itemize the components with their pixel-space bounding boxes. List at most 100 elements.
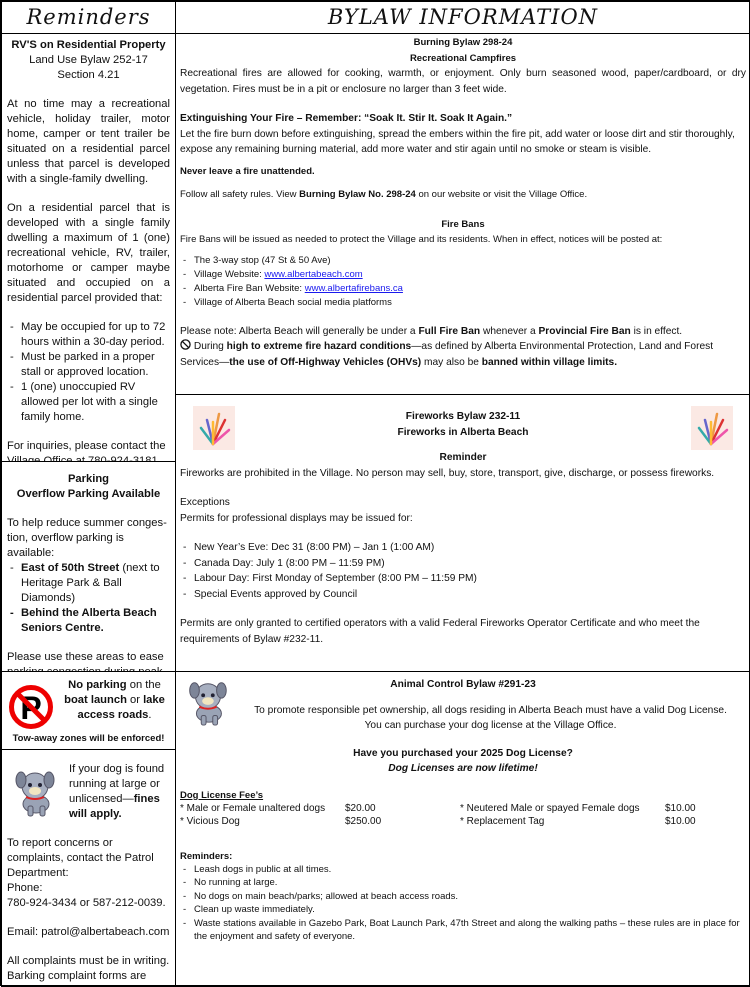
fire-ban-note: Please note: Alberta Beach will generall…	[180, 324, 746, 340]
parking-list: East of 50th Street (next to Heritage Pa…	[7, 561, 170, 636]
license-lifetime: Dog Licenses are now lifetime!	[388, 763, 538, 774]
fireworks-subheading: Fireworks in Alberta Beach	[397, 426, 529, 438]
text-bold: Full Fire Ban	[418, 325, 481, 337]
burning-subheading: Recreational Campfires	[409, 52, 517, 64]
fee-price: $250.00	[345, 815, 382, 827]
list-item: New Year’s Eve: Dec 31 (8:00 PM) – Jan 1…	[180, 540, 746, 556]
text-bold: Provincial Fire Ban	[538, 325, 631, 337]
text: .	[148, 709, 152, 721]
list-item: Village of Alberta Beach social media pl…	[180, 296, 746, 310]
text-bold: banned within village limits.	[481, 356, 618, 368]
list-item: No dogs on main beach/parks; allowed at …	[180, 890, 746, 904]
dog-icon	[15, 771, 55, 817]
list-item: East of 50th Street (next to Heritage Pa…	[7, 561, 170, 606]
rv-conditions-list: May be occupied for up to 72 hours withi…	[7, 320, 170, 425]
license-question: Have you purchased your 2025 Dog License…	[353, 747, 573, 759]
dog-icon	[189, 682, 227, 726]
parking-intro: To help reduce summer conges-tion, overf…	[7, 517, 167, 559]
text: on our website or visit the Village Offi…	[415, 189, 588, 200]
text: If your dog is found running at large or…	[69, 763, 165, 805]
village-website-link[interactable]: www.albertabeach.com	[264, 268, 363, 280]
fee-label: * Replacement Tag	[460, 815, 545, 827]
fireworks-icon	[193, 406, 235, 450]
fee-label: * Vicious Dog	[180, 815, 240, 827]
burning-bylaw-section: Burning Bylaw 298-24 Recreational Campfi…	[175, 33, 750, 395]
text-bold: lake access roads	[77, 694, 165, 721]
text: Please note: Alberta Beach will generall…	[180, 325, 419, 337]
never-unattended: Never leave a fire unattended.	[180, 165, 315, 177]
notice-locations-list: The 3-way stop (47 St & 50 Ave) Village …	[180, 254, 746, 310]
extinguish-text: Let the fire burn down before extinguish…	[180, 128, 735, 156]
text-bold: fines will apply.	[69, 793, 160, 820]
rv-heading: RV'S on Residential Property	[11, 39, 166, 51]
parking-section: Parking Overflow Parking Available To he…	[1, 461, 176, 672]
text: —as defined by Alberta Environmental Pro…	[180, 341, 714, 368]
text: on the	[126, 679, 161, 691]
list-item: Clean up waste immediately.	[180, 903, 746, 917]
fee-price: $10.00	[665, 802, 696, 814]
text: may also be	[421, 356, 482, 368]
fee-price: $10.00	[665, 815, 696, 827]
complaints-text: All complaints must be in writing. Barki…	[7, 955, 170, 986]
text-bold: boat launch	[64, 694, 127, 706]
list-item: No running at large.	[180, 876, 746, 890]
text: Follow all safety rules. View	[180, 189, 300, 200]
fireworks-prohibited-text: Fireworks are prohibited in the Village.…	[180, 467, 715, 479]
reminders-title: Reminders	[1, 1, 176, 34]
dog-patrol-section: If your dog is found running at large or…	[1, 749, 176, 987]
rv-section-number: Section 4.21	[57, 69, 120, 81]
list-item: Village Website: www.albertabeach.com	[180, 268, 746, 282]
parking-location-1: East of 50th Street	[21, 562, 120, 574]
phone-label: Phone:	[7, 882, 43, 894]
list-item: Must be parked in a proper stall or appr…	[7, 350, 170, 380]
rv-paragraph-1: At no time may a recreational vehicle, h…	[7, 98, 170, 185]
prohibited-icon	[180, 339, 191, 350]
rv-paragraph-2: On a residential parcel that is develope…	[7, 202, 170, 304]
list-item: Behind the Alberta Beach Seniors Centre.	[7, 606, 170, 636]
dog-fines-text: If your dog is found running at large or…	[69, 762, 170, 822]
fee-label: * Neutered Male or spayed Female dogs	[460, 802, 640, 814]
rv-section: RV'S on Residential Property Land Use By…	[1, 33, 176, 462]
fees-heading: Dog License Fee’s	[180, 789, 264, 801]
list-item: Special Events approved by Council	[180, 587, 746, 603]
no-parking-section: P No parking on the boat launch or lake …	[1, 671, 176, 750]
list-item: Labour Day: First Monday of September (8…	[180, 571, 746, 587]
animal-control-heading: Animal Control Bylaw #291-23	[390, 679, 536, 690]
list-item: Waste stations available in Gazebo Park,…	[180, 917, 746, 944]
animal-control-section: Animal Control Bylaw #291-23 To promote …	[175, 671, 750, 987]
rv-contact: For inquiries, please contact the Villag…	[7, 440, 166, 462]
text-bold: No parking	[68, 679, 127, 691]
text: is in effect.	[630, 325, 683, 337]
permits-intro: Permits for professional displays may be…	[180, 512, 413, 524]
text: Village Website:	[194, 268, 265, 280]
text-bold: high to extreme fire hazard conditions	[226, 341, 412, 352]
exceptions-heading: Exceptions	[180, 497, 230, 508]
license-requirement: To promote responsible pet ownership, al…	[254, 704, 727, 716]
parking-subheading: Overflow Parking Available	[16, 488, 161, 500]
list-item: Canada Day: July 1 (8:00 PM – 11:59 PM)	[180, 556, 746, 572]
fee-label: * Male or Female unaltered dogs	[180, 802, 326, 814]
permits-requirements: Permits are only granted to certified op…	[180, 618, 700, 645]
fireworks-reminder-heading: Reminder	[439, 452, 487, 463]
text: or	[126, 694, 144, 706]
fire-bans-intro: Fire Bans will be issued as needed to pr…	[180, 234, 663, 245]
fee-price: $20.00	[345, 802, 376, 814]
list-item: Leash dogs in public at all times.	[180, 863, 746, 877]
patrol-email: Email: patrol@albertabeach.com	[7, 926, 170, 938]
dog-reminders-heading: Reminders:	[180, 850, 233, 862]
no-parking-icon: P	[9, 685, 53, 729]
bylaw-information-title: BYLAW INFORMATION	[175, 1, 750, 34]
extinguish-heading: Extinguishing Your Fire – Remember: “Soa…	[180, 113, 513, 124]
follow-rules: Follow all safety rules. View Burning By…	[180, 187, 746, 203]
parking-heading: Parking	[67, 473, 110, 485]
list-item: May be occupied for up to 72 hours withi…	[7, 320, 170, 350]
fire-ban-website-link[interactable]: www.albertafirebans.ca	[304, 282, 403, 294]
list-item: The 3-way stop (47 St & 50 Ave)	[180, 254, 746, 268]
no-parking-text: No parking on the boat launch or lake ac…	[59, 678, 170, 723]
fireworks-icon	[691, 406, 733, 450]
fees-table: * Male or Female unaltered dogs $20.00 * …	[180, 802, 746, 828]
ohv-note: During high to extreme fire hazard condi…	[180, 339, 746, 370]
report-text: To report concerns or complaints, contac…	[7, 837, 154, 879]
list-item: Alberta Fire Ban Website: www.albertafir…	[180, 282, 746, 296]
